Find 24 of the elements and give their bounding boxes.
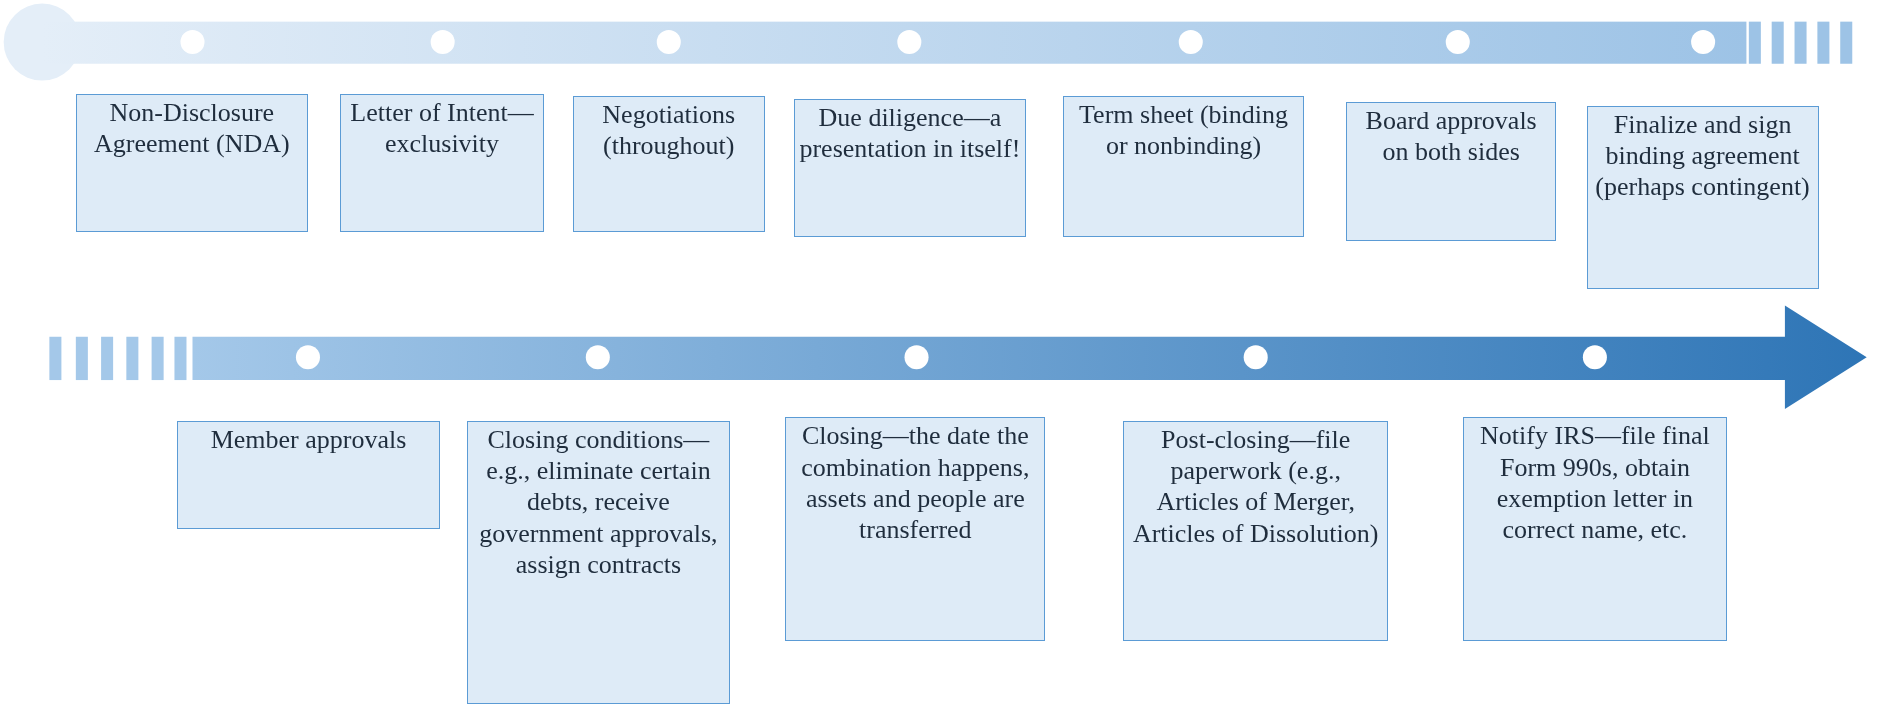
milestone-text: Non-Disclosure Agreement (NDA) [93,96,291,160]
milestone-box [1345,102,1557,241]
milestone-text: Closing—the date the combination happens, assets and people are transferred [800,420,1031,546]
milestone-text: Board approvals on both sides [1364,105,1538,168]
milestone-box [176,420,441,530]
milestone-box [1063,96,1304,237]
milestone-text: Due diligence—a presentation in itself! [798,101,1021,164]
milestone-text: Notify IRS—file final Form 990s, obtain exemption letter in correct name, etc. [1479,420,1711,546]
milestone-text: Finalize and sign binding agreement (perhaps contingent) [1594,108,1811,203]
milestone-text: Negotiations (throughout) [601,99,737,162]
milestone-box [75,93,308,233]
milestone-box [1586,105,1819,289]
milestone-box [466,420,731,704]
milestone-box [785,417,1046,642]
milestone-text: Closing conditions—e.g., eliminate certain debts, receive government approvals, assign contracts [478,423,719,580]
milestone-text: Term sheet (binding or nonbinding) [1078,99,1290,162]
milestone-box [1462,417,1728,642]
milestone-box [1123,420,1388,642]
milestone-box [340,93,544,233]
milestone-text: Member approvals [209,423,408,456]
milestone-box [572,96,765,233]
milestone-box [793,98,1026,237]
milestone-text: Post-closing—file paperwork (e.g., Articles of Merger, Articles of Dissolution) [1131,423,1380,549]
milestone-text: Letter of Intent—exclusivity [349,96,535,160]
